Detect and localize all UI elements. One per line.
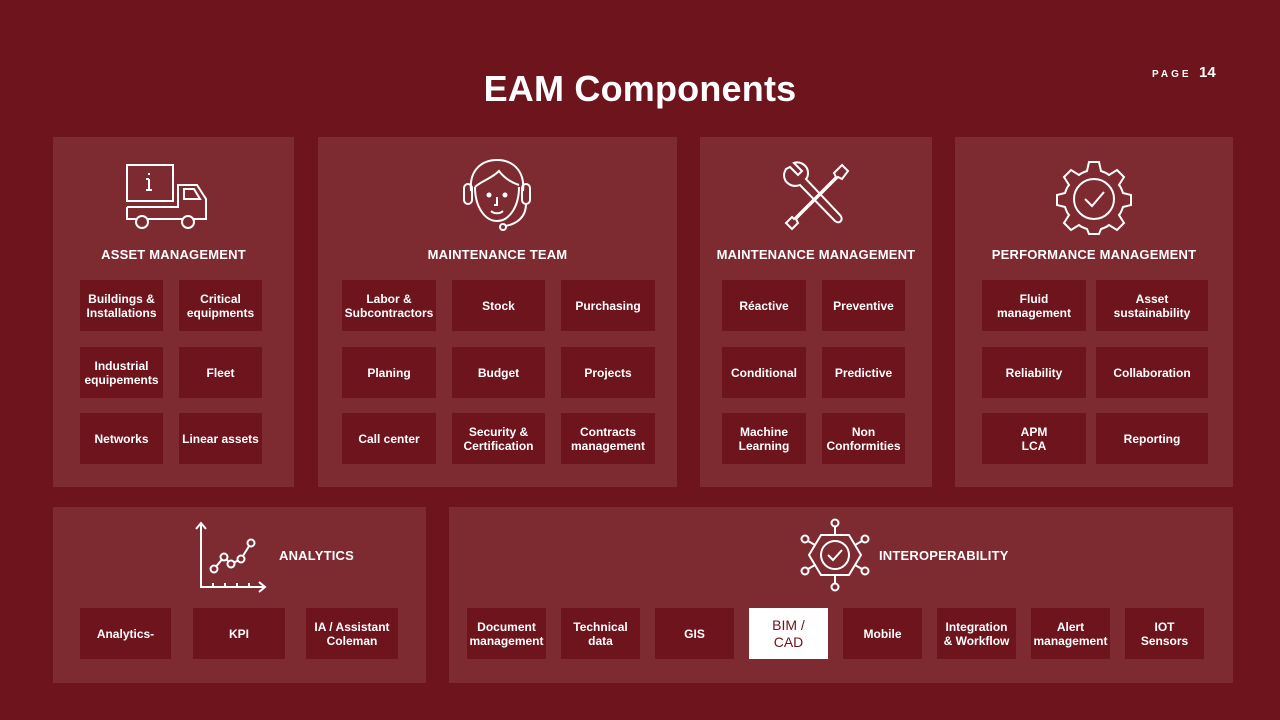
interop-item-integration-workflow[interactable]: Integration & Workflow xyxy=(937,608,1016,659)
perf-item-reliability[interactable]: Reliability xyxy=(982,347,1086,398)
perf-item-asset-sustainability[interactable]: Asset sustainability xyxy=(1096,280,1208,331)
maint-item-conditional[interactable]: Conditional xyxy=(722,347,806,398)
team-item-stock[interactable]: Stock xyxy=(452,280,545,331)
maintenance-team-title: MAINTENANCE TEAM xyxy=(427,247,568,262)
interop-item-iot-sensors[interactable]: IOT Sensors xyxy=(1125,608,1204,659)
hexagon-network-check-icon xyxy=(800,518,870,592)
interop-item-gis[interactable]: GIS xyxy=(655,608,734,659)
team-item-labor[interactable]: Labor & Subcontractors xyxy=(342,280,436,331)
maint-item-reactive[interactable]: Réactive xyxy=(722,280,806,331)
asset-management-panel: ASSET MANAGEMENT Buildings & Installatio… xyxy=(53,137,294,487)
perf-item-reporting[interactable]: Reporting xyxy=(1096,413,1208,464)
page-number: 14 xyxy=(1199,64,1216,81)
asset-item-industrial-equipements[interactable]: Industrial equipements xyxy=(80,347,163,398)
performance-management-title: PERFORMANCE MANAGEMENT xyxy=(991,247,1197,262)
truck-info-icon xyxy=(126,164,207,229)
maint-item-non-conformities[interactable]: Non Conformities xyxy=(822,413,905,464)
team-item-call-center[interactable]: Call center xyxy=(342,413,436,464)
asset-management-title: ASSET MANAGEMENT xyxy=(101,247,246,262)
team-item-planing[interactable]: Planing xyxy=(342,347,436,398)
performance-management-panel: PERFORMANCE MANAGEMENT Fluid management … xyxy=(955,137,1233,487)
maint-item-machine-learning[interactable]: Machine Learning xyxy=(722,413,806,464)
maintenance-management-panel: MAINTENANCE MANAGEMENT Réactive Preventi… xyxy=(700,137,932,487)
interop-item-technical-data[interactable]: Technical data xyxy=(561,608,640,659)
maint-item-predictive[interactable]: Predictive xyxy=(822,347,905,398)
page-label: PAGE xyxy=(1152,69,1192,80)
analytics-item-kpi[interactable]: KPI xyxy=(193,608,285,659)
asset-item-networks[interactable]: Networks xyxy=(80,413,163,464)
maint-item-preventive[interactable]: Preventive xyxy=(822,280,905,331)
headset-person-icon xyxy=(463,158,531,231)
asset-item-critical-equipments[interactable]: Critical equipments xyxy=(179,280,262,331)
analytics-title: ANALYTICS xyxy=(279,548,354,563)
analytics-item-ia-assistant[interactable]: IA / Assistant Coleman xyxy=(306,608,398,659)
asset-item-buildings[interactable]: Buildings & Installations xyxy=(80,280,163,331)
maintenance-team-panel: MAINTENANCE TEAM Labor & Subcontractors … xyxy=(318,137,677,487)
analytics-panel: ANALYTICS Analytics- KPI IA / Assistant … xyxy=(53,507,426,683)
team-item-purchasing[interactable]: Purchasing xyxy=(561,280,655,331)
team-item-projects[interactable]: Projects xyxy=(561,347,655,398)
wrench-screwdriver-icon xyxy=(782,161,850,231)
perf-item-fluid-management[interactable]: Fluid management xyxy=(982,280,1086,331)
team-item-budget[interactable]: Budget xyxy=(452,347,545,398)
maintenance-management-title: MAINTENANCE MANAGEMENT xyxy=(716,247,916,262)
asset-item-linear-assets[interactable]: Linear assets xyxy=(179,413,262,464)
gear-check-icon xyxy=(1056,161,1132,235)
asset-item-fleet[interactable]: Fleet xyxy=(179,347,262,398)
interoperability-panel: INTEROPERABILITY Document management Tec… xyxy=(449,507,1233,683)
line-chart-icon xyxy=(195,521,267,593)
team-item-security[interactable]: Security & Certification xyxy=(452,413,545,464)
interop-item-alert-management[interactable]: Alert management xyxy=(1031,608,1110,659)
team-item-contracts[interactable]: Contracts management xyxy=(561,413,655,464)
interop-item-mobile[interactable]: Mobile xyxy=(843,608,922,659)
page-title: EAM Components xyxy=(483,68,797,109)
analytics-item-analytics[interactable]: Analytics- xyxy=(80,608,171,659)
interop-item-bim-cad[interactable]: BIM / CAD xyxy=(749,608,828,659)
interop-item-document-management[interactable]: Document management xyxy=(467,608,546,659)
perf-item-apm-lca[interactable]: APM LCA xyxy=(982,413,1086,464)
interoperability-title: INTEROPERABILITY xyxy=(879,548,1009,563)
perf-item-collaboration[interactable]: Collaboration xyxy=(1096,347,1208,398)
